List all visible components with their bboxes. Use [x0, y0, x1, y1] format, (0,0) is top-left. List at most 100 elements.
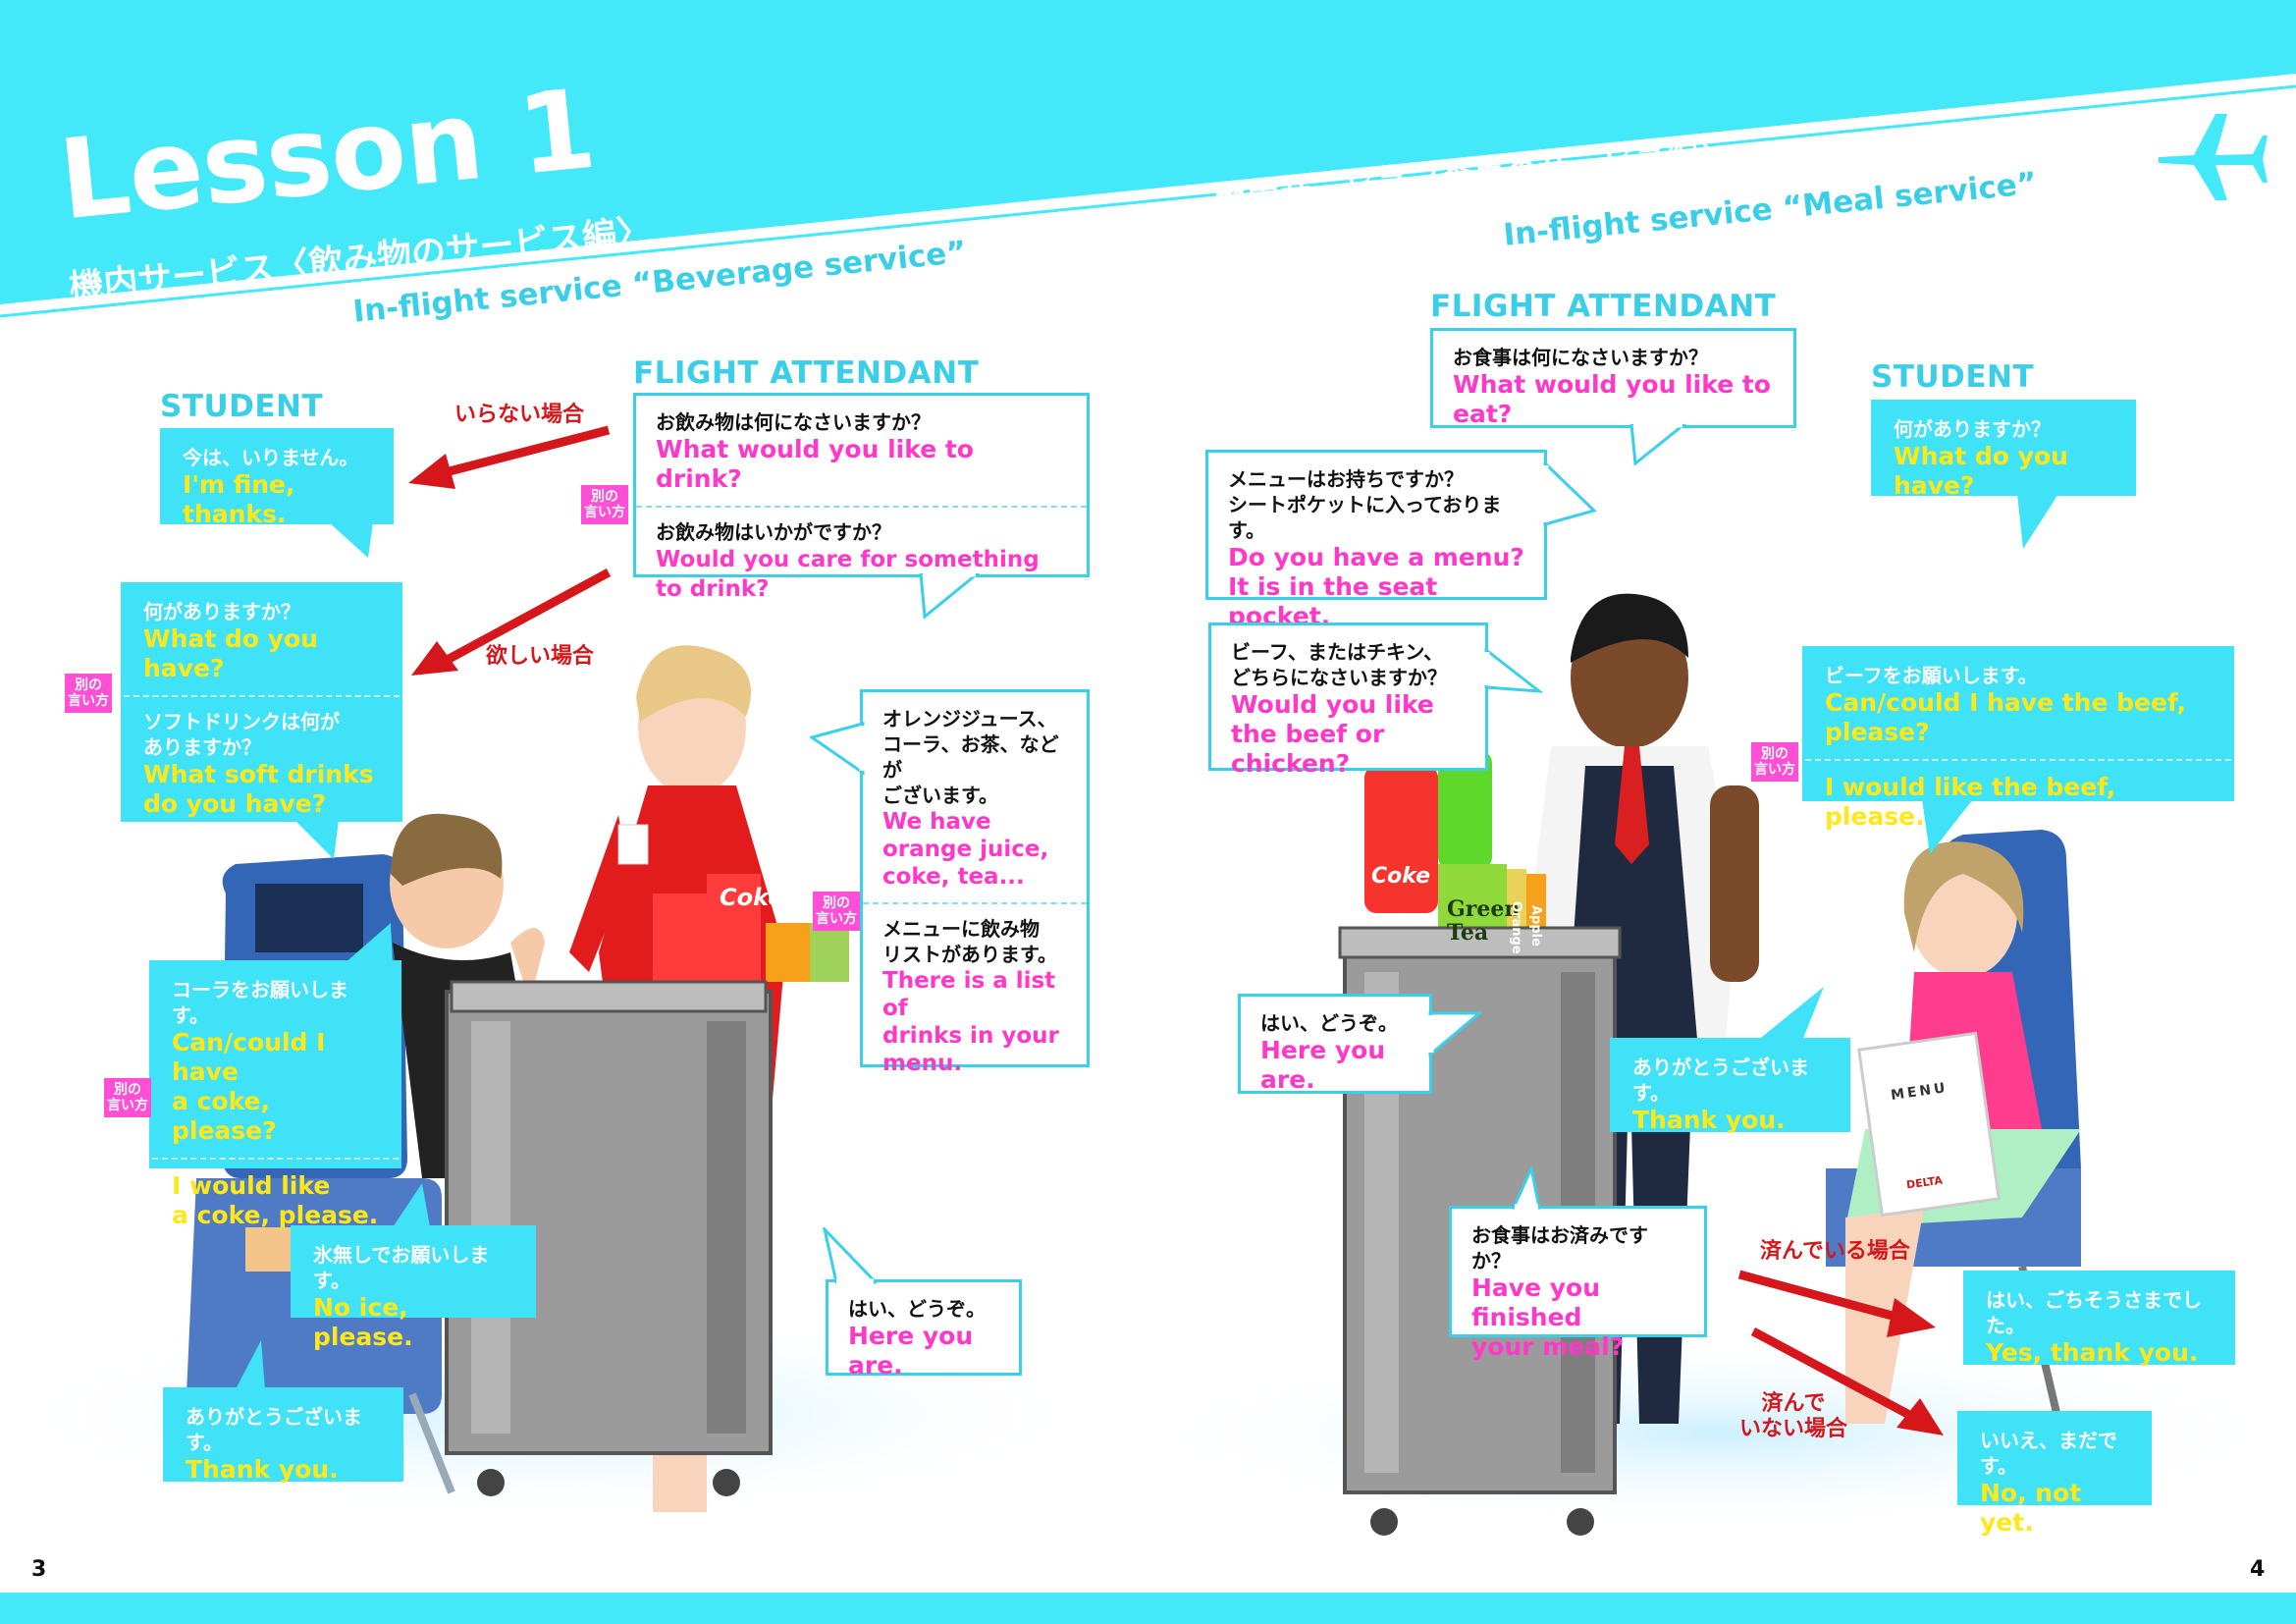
text-jp: ありがとうございます。 [186, 1405, 362, 1454]
text-jp-alt: お飲み物はいかがですか？ [656, 520, 891, 544]
beverage-scene-illustration [187, 645, 849, 1512]
text-jp: オレンジジュース、 コーラ、お茶、などが ございます。 [882, 707, 1059, 807]
alt-phrase-tag: 別の 言い方 [1751, 742, 1798, 782]
text-jp: 何がありますか？ [143, 600, 300, 623]
page-number-left: 3 [31, 1557, 47, 1582]
separator [152, 1158, 399, 1160]
text-jp: コーラをお願いします。 [172, 978, 348, 1027]
right-label-student: STUDENT [1871, 359, 2035, 395]
text-en: Can/could I have a coke, please? [172, 1028, 326, 1145]
separator [124, 695, 400, 697]
arrow-no-need [408, 425, 611, 489]
bubble-student-noice: 氷無しでお願いします。 No ice, please. [291, 1225, 536, 1351]
airplane-icon [2159, 114, 2268, 200]
text-en: No, not yet. [1980, 1479, 2082, 1537]
text-en: We have orange juice, coke, tea... [882, 809, 1049, 890]
left-label-student: STUDENT [160, 389, 324, 424]
bubble-student-beef: ビーフをお願いします。 Can/could I have the beef, p… [1802, 646, 2234, 831]
text-en-alt: I would like the beef, please. [1825, 773, 2116, 831]
bubble-student-no: いいえ、まだです。 No, not yet. [1957, 1411, 2152, 1537]
orange-label: Orange [1509, 901, 1523, 954]
bubble-tail [2017, 494, 2058, 549]
arrow-want [411, 568, 612, 676]
bubble-fa-answer: オレンジジュース、 コーラ、お茶、などが ございます。 We have oran… [860, 689, 1090, 1076]
text-jp-alt: メニューに飲み物 リストがあります。 [882, 917, 1057, 966]
separator [1805, 759, 2231, 761]
bubble-student-what: 何がありますか？ What do you have? ソフトドリンクは何が あり… [121, 582, 402, 822]
text-jp: 何がありますか？ [1894, 417, 2051, 441]
green-tea-label: Green Tea [1447, 896, 1521, 946]
text-jp: 今は、いりません。 [183, 446, 359, 469]
text-jp: ビーフをお願いします。 [1825, 664, 2038, 687]
arrow-done [1737, 1270, 1936, 1337]
bubble-fa-question: お飲み物は何になさいますか？ What would you like to dr… [633, 393, 1090, 602]
text-jp-alt: ソフトドリンクは何が ありますか？ [143, 710, 340, 759]
apple-label: Apple [1528, 905, 1543, 947]
bubble-fa-here-right: はい、どうぞ。 Here you are. [1238, 994, 1432, 1094]
bubble-tail [1757, 987, 1824, 1041]
bubble-fa-choice: ビーフ、またはチキン、 どちらになさいますか？ Would you like t… [1208, 623, 1488, 778]
bubble-student-fine: 今は、いりません。 I'm fine, thanks. [160, 428, 394, 528]
bubble-tail [344, 923, 393, 964]
bubble-tail [1543, 461, 1597, 526]
text-en: Yes, thank you. [1986, 1338, 2199, 1367]
header-band [0, 0, 2296, 318]
alt-phrase-tag: 別の 言い方 [104, 1078, 151, 1117]
text-jp: はい、どうぞ。 [848, 1297, 986, 1321]
note-notdone: 済んで いない場合 [1739, 1391, 1848, 1441]
bubble-tail [1484, 648, 1543, 693]
text-jp: いいえ、まだです。 [1980, 1429, 2117, 1478]
text-jp: ビーフ、またはチキン、 どちらになさいますか？ [1231, 640, 1447, 689]
text-jp: 氷無しでお願いします。 [313, 1243, 490, 1292]
arrow-notdone [1750, 1327, 1944, 1435]
alt-phrase-tag: 別の 言い方 [65, 674, 112, 713]
text-en: Do you have a menu? It is in the seat po… [1228, 543, 1524, 630]
text-en: Thank you. [186, 1455, 339, 1484]
text-jp: はい、どうぞ。 [1260, 1011, 1398, 1035]
text-en: Thank you. [1632, 1106, 1786, 1134]
text-jp: お食事は何になさいますか？ [1453, 346, 1708, 369]
text-en-alt: Would you care for something to drink? [656, 547, 1040, 602]
bubble-tail [810, 722, 865, 776]
text-en: What do you have? [143, 624, 318, 682]
text-en: What would you like to drink? [656, 435, 974, 493]
bubble-fa-eat: お食事は何になさいますか？ What would you like to eat… [1430, 328, 1796, 428]
text-jp: はい、ごちそうさまでした。 [1986, 1288, 2202, 1337]
text-en: What would you like to eat? [1453, 370, 1771, 428]
alt-phrase-tag: 別の 言い方 [581, 485, 628, 524]
bubble-tail [1629, 424, 1687, 466]
bubble-student-coke: コーラをお願いします。 Can/could I have a coke, ple… [149, 960, 401, 1229]
text-en-alt: There is a list of drinks in your menu. [882, 968, 1059, 1076]
bubble-tail [1922, 799, 1973, 854]
text-en: What do you have? [1894, 442, 2068, 500]
note-done: 済んでいる場合 [1760, 1239, 1910, 1264]
bubble-tail [236, 1340, 265, 1389]
bubble-tail [1512, 1166, 1541, 1210]
bubble-tail [393, 1183, 430, 1227]
text-en: No ice, please. [313, 1293, 413, 1351]
text-jp: ありがとうございます。 [1632, 1056, 1809, 1105]
separator [636, 506, 1087, 508]
text-en: Have you finished your meal? [1471, 1273, 1625, 1361]
text-en-alt: What soft drinks do you have? [143, 760, 374, 818]
text-en: Here you are. [1260, 1036, 1386, 1094]
page-number-right: 4 [2250, 1557, 2266, 1582]
coke-bottle-label-right: Coke [1371, 864, 1431, 889]
text-jp: メニューはお持ちですか？ シートポケットに入っております。 [1228, 467, 1502, 542]
note-no-need: いらない場合 [454, 403, 585, 427]
bubble-fa-here: はい、どうぞ。 Here you are. [826, 1279, 1022, 1380]
bubble-tail [823, 1227, 877, 1284]
bubble-fa-menu: メニューはお持ちですか？ シートポケットに入っております。 Do you hav… [1205, 450, 1547, 630]
text-jp: お飲み物は何になさいますか？ [656, 410, 931, 434]
bubble-fa-finished: お食事はお済みですか？ Have you finished your meal? [1449, 1206, 1707, 1361]
bubble-tail [294, 820, 339, 859]
alt-phrase-tag: 別の 言い方 [813, 892, 860, 931]
separator [863, 902, 1087, 904]
bubble-tail [329, 522, 373, 558]
text-en: Here you are. [848, 1322, 974, 1380]
right-label-attendant: FLIGHT ATTENDANT [1430, 289, 1777, 324]
text-en: I'm fine, thanks. [183, 470, 295, 528]
text-en-alt: I would like a coke, please. [172, 1171, 379, 1229]
bubble-student-what-right: 何がありますか？ What do you have? [1871, 400, 2136, 500]
